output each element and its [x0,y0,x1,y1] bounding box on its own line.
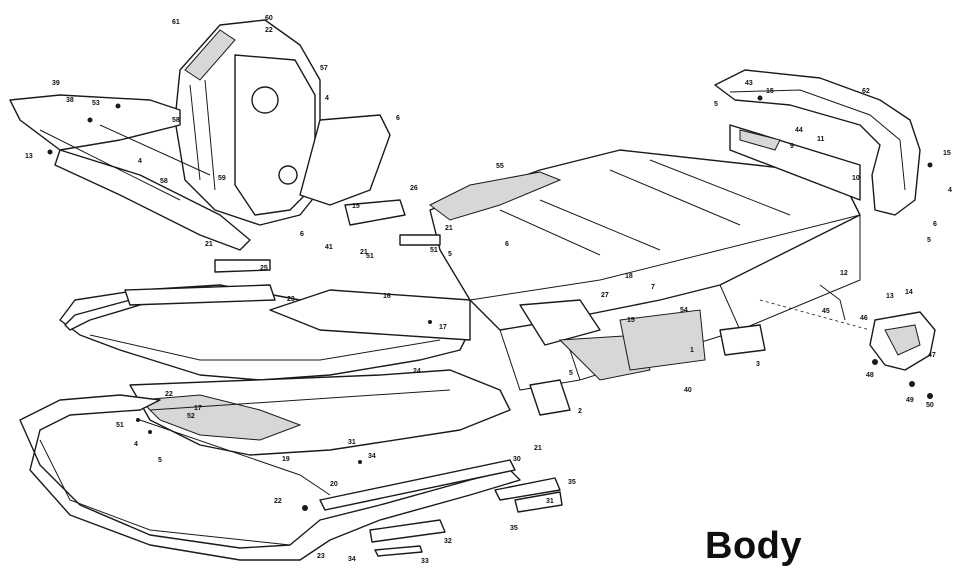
callout-label: 35 [568,479,576,486]
callout-label: 5 [448,251,452,258]
callout-label: 6 [396,115,400,122]
callout-label: 48 [866,372,874,379]
callout-label: 5 [569,370,573,377]
callout-label: 1 [690,347,694,354]
rear-bumper [714,69,921,216]
callout-label: 46 [860,315,868,322]
callout-label: 17 [439,324,447,331]
callout-label: 3 [756,361,760,368]
callout-label: 4 [948,187,952,194]
callout-label: 19 [282,456,290,463]
callout-label: 6 [505,241,509,248]
callout-label: 22 [274,498,282,505]
callout-label: 30 [513,456,521,463]
callout-label: 54 [680,307,688,314]
callout-label: 27 [601,292,609,299]
callout-label: 4 [138,158,142,165]
side-rails [19,299,521,561]
callout-label: 58 [160,178,168,185]
hitch [759,284,936,371]
callout-label: 51 [116,422,124,429]
callout-label: 22 [165,391,173,398]
callout-label: 53 [92,100,100,107]
callout-label: 7 [651,284,655,291]
callout-label: 5 [714,101,718,108]
callout-label: 38 [66,97,74,104]
callout-label: 25 [260,265,268,272]
diagram-title: Body [705,525,802,567]
callout-label: 50 [926,402,934,409]
callout-label: 44 [795,127,803,134]
callout-label: 59 [218,175,226,182]
callout-label: 31 [348,439,356,446]
callout-label: 45 [822,308,830,315]
callout-label: 58 [172,117,180,124]
callout-label: 34 [368,453,376,460]
callout-label: 6 [933,221,937,228]
callout-label: 11 [817,136,825,143]
callout-label: 40 [684,387,692,394]
callout-label: 15 [352,203,360,210]
callout-label: 39 [52,80,60,87]
callout-label: 17 [194,405,202,412]
callout-label: 15 [943,150,951,157]
callout-label: 21 [360,249,368,256]
callout-label: 23 [287,296,295,303]
callout-label: 2 [578,408,582,415]
callout-label: 41 [325,244,333,251]
callout-label: 5 [158,457,162,464]
small-parts [47,95,933,557]
callout-label: 43 [745,80,753,87]
callout-label: 35 [510,525,518,532]
callout-label: 15 [627,317,635,324]
callout-label: 23 [317,553,325,560]
belly-pan [59,284,511,456]
callout-label: 22 [265,27,273,34]
callout-label: 21 [445,225,453,232]
callout-label: 33 [421,558,429,565]
callout-label: 34 [348,556,356,563]
callout-label: 47 [928,352,936,359]
callout-label: 9 [790,143,794,150]
callout-label: 31 [546,498,554,505]
callout-label: 14 [905,289,913,296]
callout-label: 4 [325,95,329,102]
callout-label: 55 [496,163,504,170]
callout-label: 24 [413,368,421,375]
callout-label: 61 [172,19,180,26]
callout-label: 57 [320,65,328,72]
callout-label: 21 [534,445,542,452]
callout-label: 21 [205,241,213,248]
callout-label: 13 [886,293,894,300]
belt-guard [174,19,321,226]
callout-label: 20 [330,481,338,488]
callout-label: 16 [383,293,391,300]
callout-label: 18 [625,273,633,280]
callout-label: 49 [906,397,914,404]
callout-label: 52 [187,413,195,420]
callout-label: 4 [134,441,138,448]
callout-label: 60 [265,15,273,22]
callout-label: 62 [862,88,870,95]
callout-label: 51 [430,247,438,254]
callout-label: 13 [25,153,33,160]
front-frame [9,94,391,251]
callout-label: 5 [927,237,931,244]
callout-label: 51 [366,253,374,260]
callout-label: 15 [766,88,774,95]
callout-label: 6 [300,231,304,238]
callout-label: 10 [852,175,860,182]
callout-label: 26 [410,185,418,192]
callout-label: 32 [444,538,452,545]
callout-label: 12 [840,270,848,277]
